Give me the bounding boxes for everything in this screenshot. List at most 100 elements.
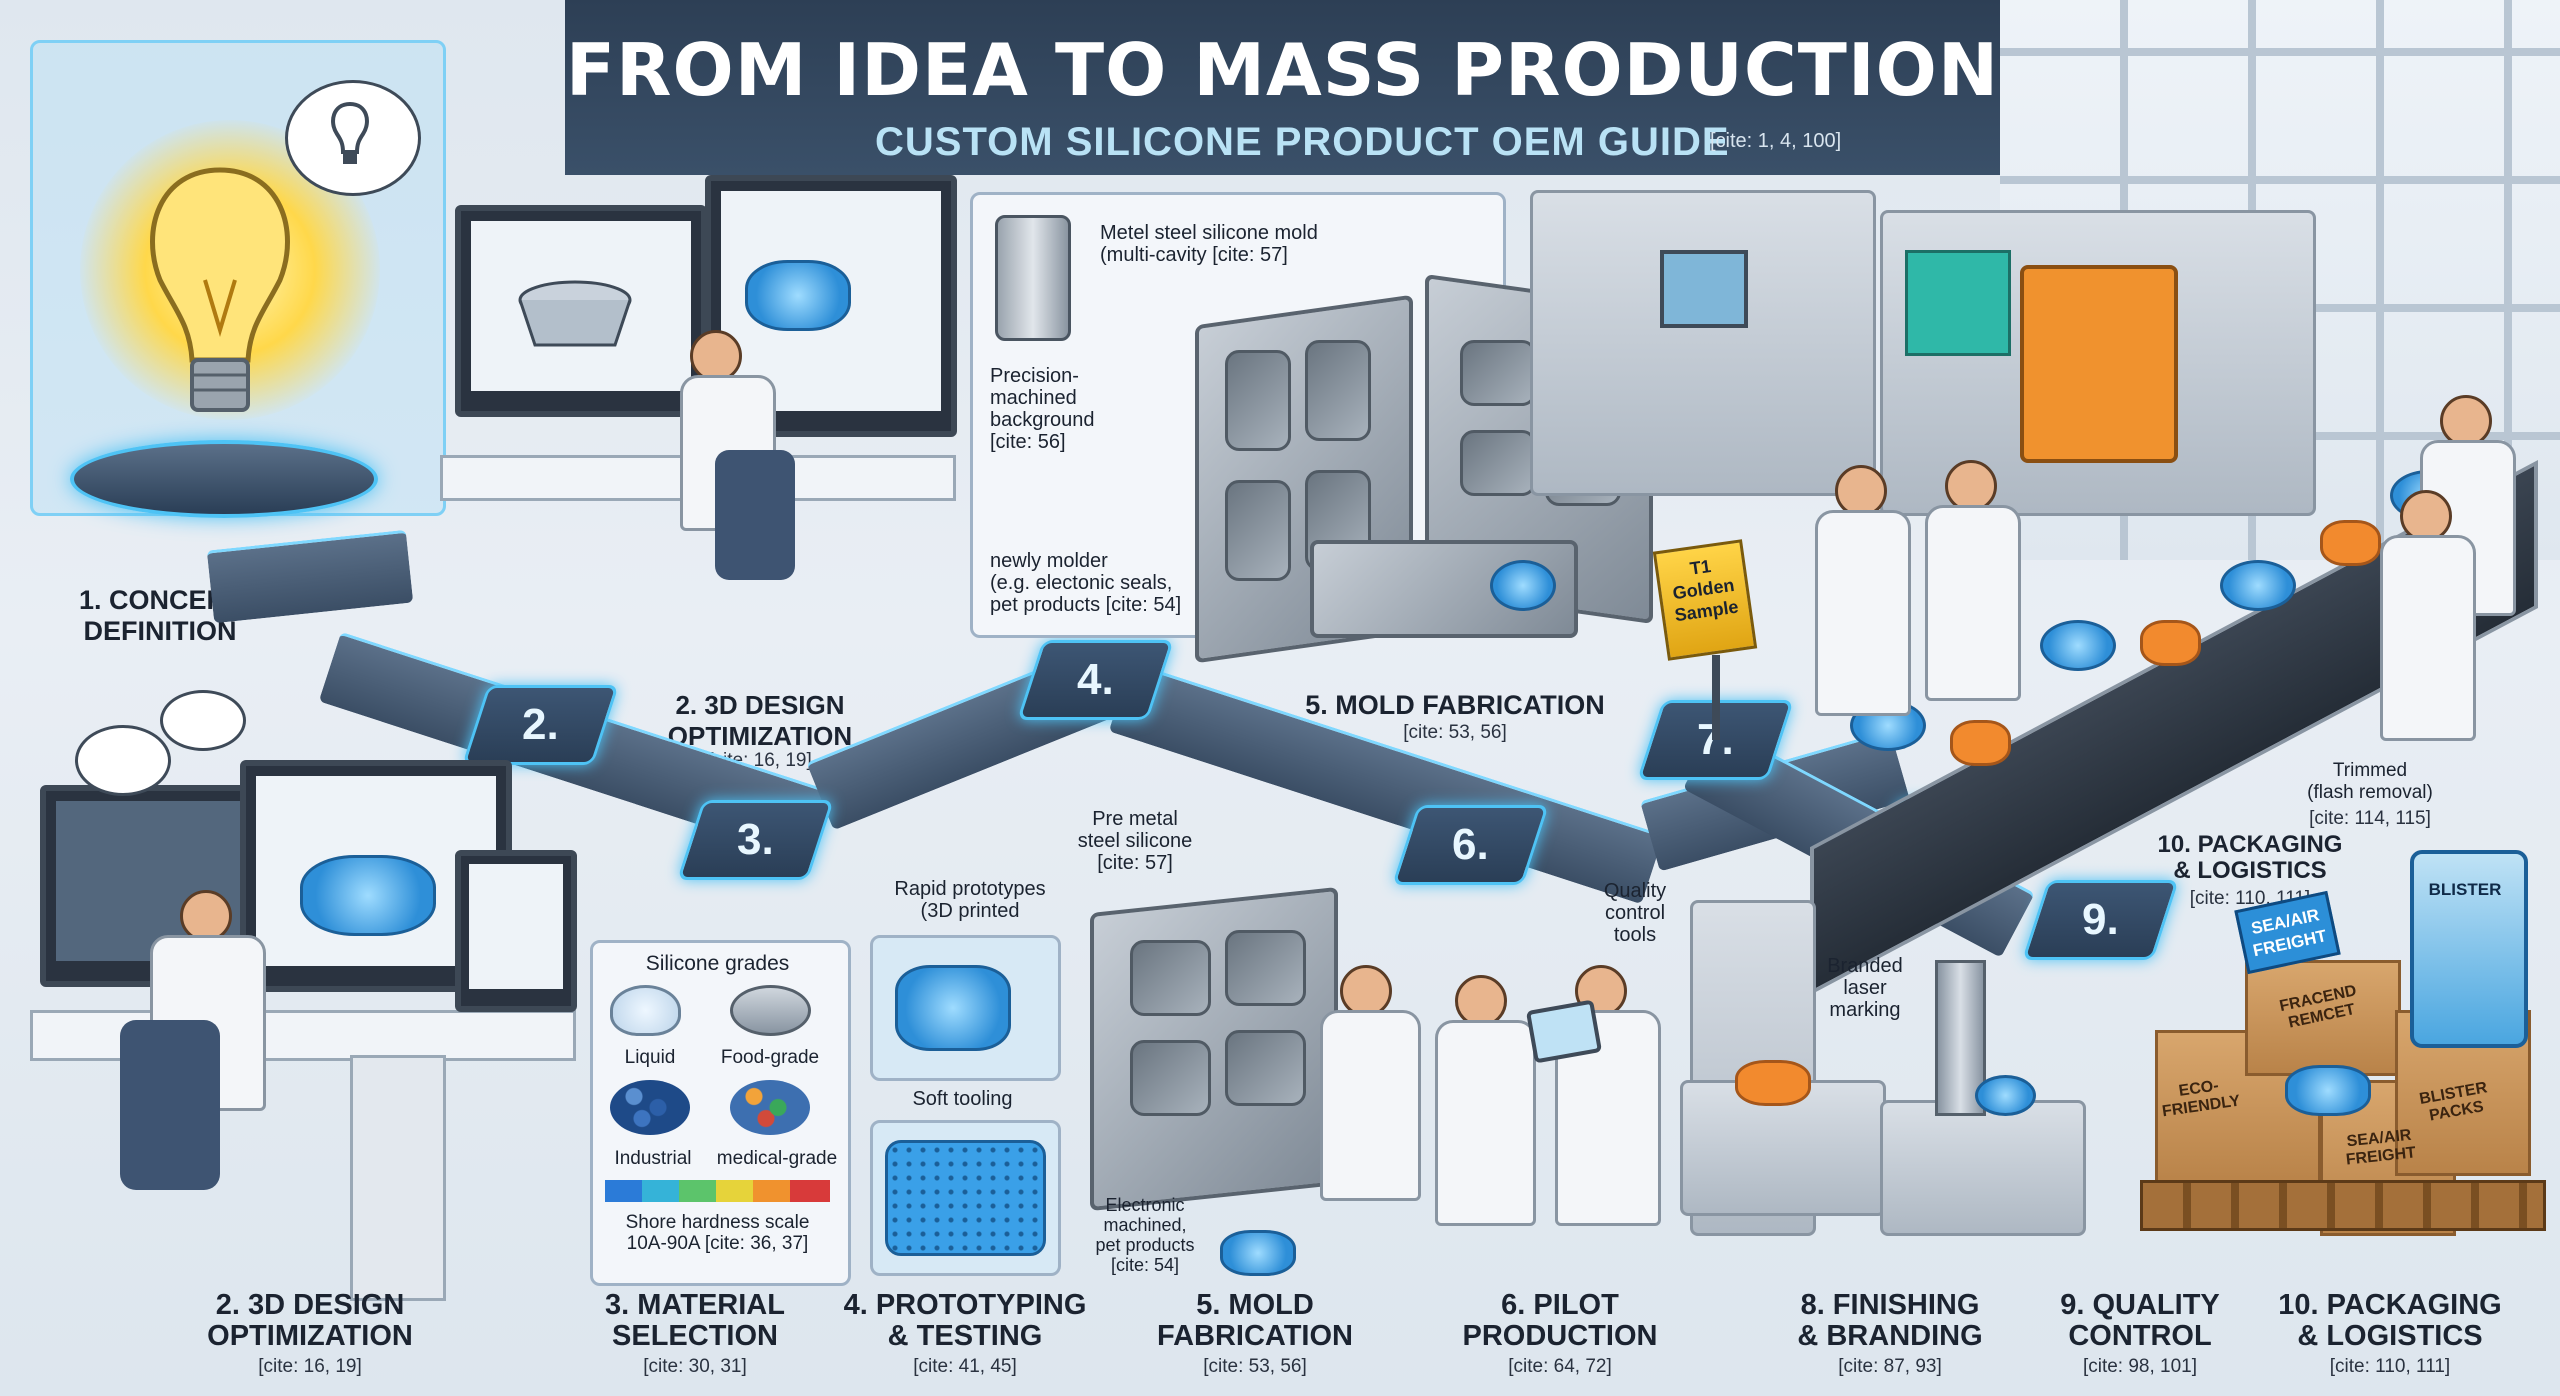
bulb-pedestal (70, 440, 378, 518)
bottom-step-packaging-cite: [cite: 110, 111] (2329, 1356, 2451, 1377)
steel-mold-core-icon (995, 215, 1071, 341)
path-tile-4: 4. (1017, 640, 1174, 720)
packaging-label-upper: 10. PACKAGING & LOGISTICS (2157, 831, 2343, 884)
medical-pellets-icon (730, 1080, 810, 1135)
path-tile-6: 6. (1392, 805, 1549, 885)
conveyor-product (2320, 520, 2381, 566)
bottom-step-pilot: 6. PILOT PRODUCTION (1462, 1289, 1658, 1352)
bottom-step-pilot-cite: [cite: 64, 72] (1508, 1356, 1612, 1377)
mold-cavity (1225, 350, 1291, 451)
bowl-model-render (745, 260, 851, 331)
quality-inspection-station (1880, 1100, 2086, 1236)
concept-label: 1. CONCEPT DEFINITION (78, 585, 242, 646)
chat-bubble (75, 725, 171, 796)
molded-seal-sample (1220, 1230, 1296, 1276)
industrial-pellets-icon (610, 1080, 690, 1135)
small-bulb-icon (331, 101, 369, 164)
material-panel-title: Silicone grades (645, 952, 790, 975)
mold-cavity (1130, 1040, 1211, 1116)
grade-medical-label: medical-grade (716, 1148, 838, 1169)
worker-body (2380, 535, 2476, 741)
pallet (2140, 1180, 2546, 1231)
mold-note-top: Pre metal steel silicone [cite: 57] (1077, 808, 1193, 874)
hardness-scale-label: Shore hardness scale 10A-90A [cite: 36, … (625, 1212, 810, 1254)
lightbulb-icon (150, 167, 290, 412)
grade-liquid-label: Liquid (624, 1047, 676, 1068)
path-tile-3: 3. (677, 800, 834, 880)
mold-cavity (1225, 1030, 1306, 1106)
mold-fabrication-label: 5. MOLD FABRICATION (1305, 690, 1605, 720)
conveyor-product (1950, 720, 2011, 766)
designer-head-lower (180, 890, 232, 942)
qc-tools-note: Quality control tools (1603, 880, 1667, 946)
bottom-step-finishing: 8. FINISHING & BRANDING (1797, 1289, 1983, 1352)
shipping-box (2245, 960, 2401, 1076)
bottom-step-design-cite: [cite: 16, 19] (258, 1356, 362, 1377)
technician-body (1925, 505, 2021, 701)
blister-pack-display (2410, 850, 2528, 1048)
food-grade-icon (730, 985, 811, 1036)
designer-head-upper (690, 330, 742, 382)
hardness-color-scale (605, 1180, 830, 1202)
mold-callout-item-1: Metel steel silicone mold (multi-cavity … (1100, 222, 1318, 266)
worker-head (2400, 490, 2452, 542)
machine-teal-panel (1905, 250, 2011, 356)
liquid-silicone-icon (610, 985, 681, 1036)
lower-desk-drawers (350, 1055, 446, 1301)
lower-monitor-right (455, 850, 577, 1012)
trimmed-note: Trimmed (flash removal) (2307, 760, 2433, 803)
mold-callout-item-3: newly molder (e.g. electonic seals, pet … (990, 550, 1182, 616)
bottom-step-quality: 9. QUALITY CONTROL (2060, 1289, 2220, 1352)
mold-cavity (1305, 340, 1371, 441)
printed-prototype-part (895, 965, 1011, 1051)
grade-industrial-label: Industrial (614, 1148, 692, 1169)
path-segment (206, 529, 414, 624)
grade-food-label: Food-grade (720, 1047, 820, 1068)
design-label: 2. 3D DESIGN OPTIMIZATION (667, 690, 853, 751)
bottom-step-material-cite: [cite: 30, 31] (643, 1356, 747, 1377)
lower-desk (30, 1010, 576, 1061)
mold-cavity (1460, 340, 1536, 406)
header-band (565, 0, 2000, 175)
rapid-prototypes-label: Rapid prototypes (3D printed (894, 878, 1046, 922)
soft-tooling-pad (885, 1140, 1046, 1256)
bottom-step-material: 3. MATERIAL SELECTION (605, 1289, 785, 1352)
mold-cavity (1225, 480, 1291, 581)
bottom-step-prototyping: 4. PROTOTYPING & TESTING (843, 1289, 1087, 1352)
idea-thought-bubble (285, 80, 421, 196)
mold-cavity (1460, 430, 1536, 496)
bottom-step-mold-cite: [cite: 53, 56] (1203, 1356, 1307, 1377)
technician-body (1815, 510, 1911, 716)
branded-part (1735, 1060, 1811, 1106)
mold-fabrication-cite: [cite: 53, 56] (1403, 722, 1507, 743)
sign-post (1712, 655, 1720, 740)
trimmed-cite: [cite: 114, 115] (2309, 808, 2431, 829)
inspector-body (1435, 1020, 1536, 1226)
path-tile-2: 2. (462, 685, 619, 765)
conveyor-product (2040, 620, 2116, 671)
golden-sample-sign: T1 Golden Sample (1652, 539, 1758, 661)
bottom-step-finishing-cite: [cite: 87, 93] (1838, 1356, 1942, 1377)
inspected-part (1975, 1075, 2036, 1116)
mold-cavity (1225, 930, 1306, 1006)
mold-cavity (1130, 940, 1211, 1016)
molded-part-sample (1490, 560, 1556, 611)
conveyor-product (2140, 620, 2201, 666)
engineer-body (1320, 1010, 1421, 1201)
cnc-machine (1530, 190, 1876, 496)
subtitle-cite: [cite: 1, 4, 100] (1710, 130, 1842, 152)
bottom-step-mold: 5. MOLD FABRICATION (1156, 1289, 1353, 1352)
mold-callout-item-2: Precision- machined background [cite: 56… (990, 365, 1095, 453)
bottom-step-quality-cite: [cite: 98, 101] (2082, 1356, 2198, 1377)
cad-bowl-drawing (518, 280, 632, 347)
bottom-step-design: 2. 3D DESIGN OPTIMIZATION (207, 1289, 413, 1352)
chat-bubble (160, 690, 246, 751)
cad-blue-bowl (300, 855, 436, 936)
soft-tooling-label: Soft tooling (912, 1088, 1013, 1110)
machine-orange-housing (2020, 265, 2178, 463)
bottom-step-packaging: 10. PACKAGING & LOGISTICS (2278, 1289, 2502, 1352)
cnc-control-screen (1660, 250, 1748, 328)
page-subtitle: CUSTOM SILICONE PRODUCT OEM GUIDE (875, 120, 1730, 164)
page-title: FROM IDEA TO MASS PRODUCTION (565, 28, 2000, 112)
bottom-step-prototyping-cite: [cite: 41, 45] (913, 1356, 1017, 1377)
